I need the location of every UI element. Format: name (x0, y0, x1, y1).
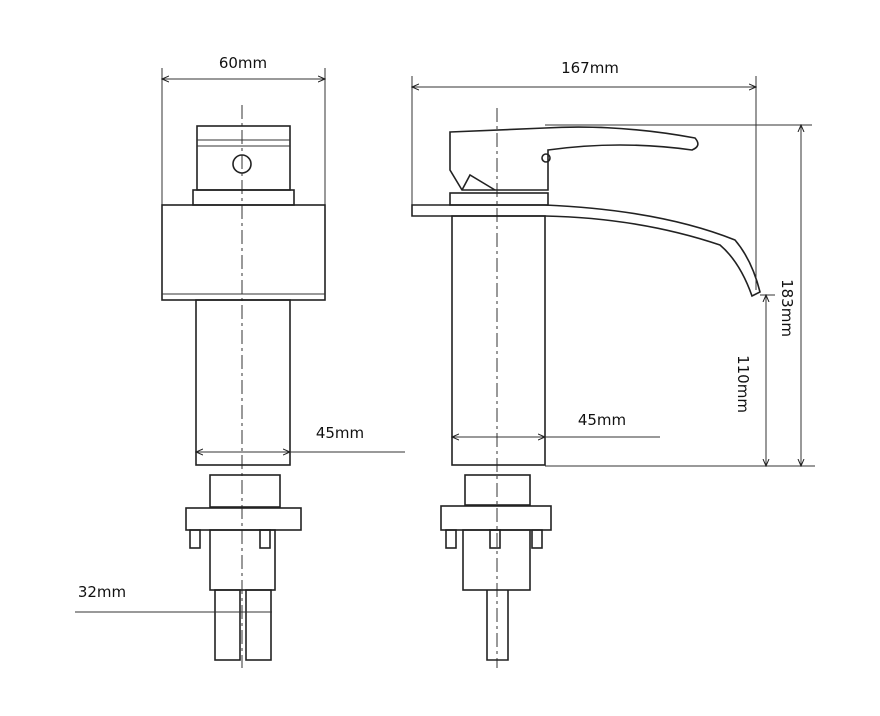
bolt (189, 529, 201, 549)
shank-right (245, 589, 272, 661)
lever-handle (449, 126, 699, 191)
shank-left (214, 589, 241, 661)
mount-block (209, 474, 281, 508)
front-view: 60mm 45mm 32mm (75, 54, 405, 668)
spout-height-label: 110mm (734, 355, 752, 413)
column (451, 215, 546, 466)
bolt (445, 529, 457, 549)
bolt (489, 529, 501, 549)
bolt (531, 529, 543, 549)
side-view: 167mm 45mm 183mm 110mm (412, 59, 815, 668)
side-length-label: 167mm (561, 59, 619, 77)
column (195, 299, 291, 466)
body-block (161, 204, 326, 301)
shank-spacing-label: 32mm (78, 583, 126, 601)
flange (185, 507, 302, 531)
supply-pipe (486, 590, 509, 661)
flange (440, 505, 552, 531)
handle (192, 125, 295, 206)
front-diameter-label: 45mm (316, 424, 364, 442)
mount-block (464, 474, 531, 506)
bolt (259, 529, 271, 549)
spout (411, 204, 761, 298)
side-diameter-label: 45mm (578, 411, 626, 429)
total-height-label: 183mm (778, 279, 796, 337)
lower-tube (462, 529, 531, 591)
front-width-label: 60mm (219, 54, 267, 72)
lower-tube (209, 529, 276, 591)
